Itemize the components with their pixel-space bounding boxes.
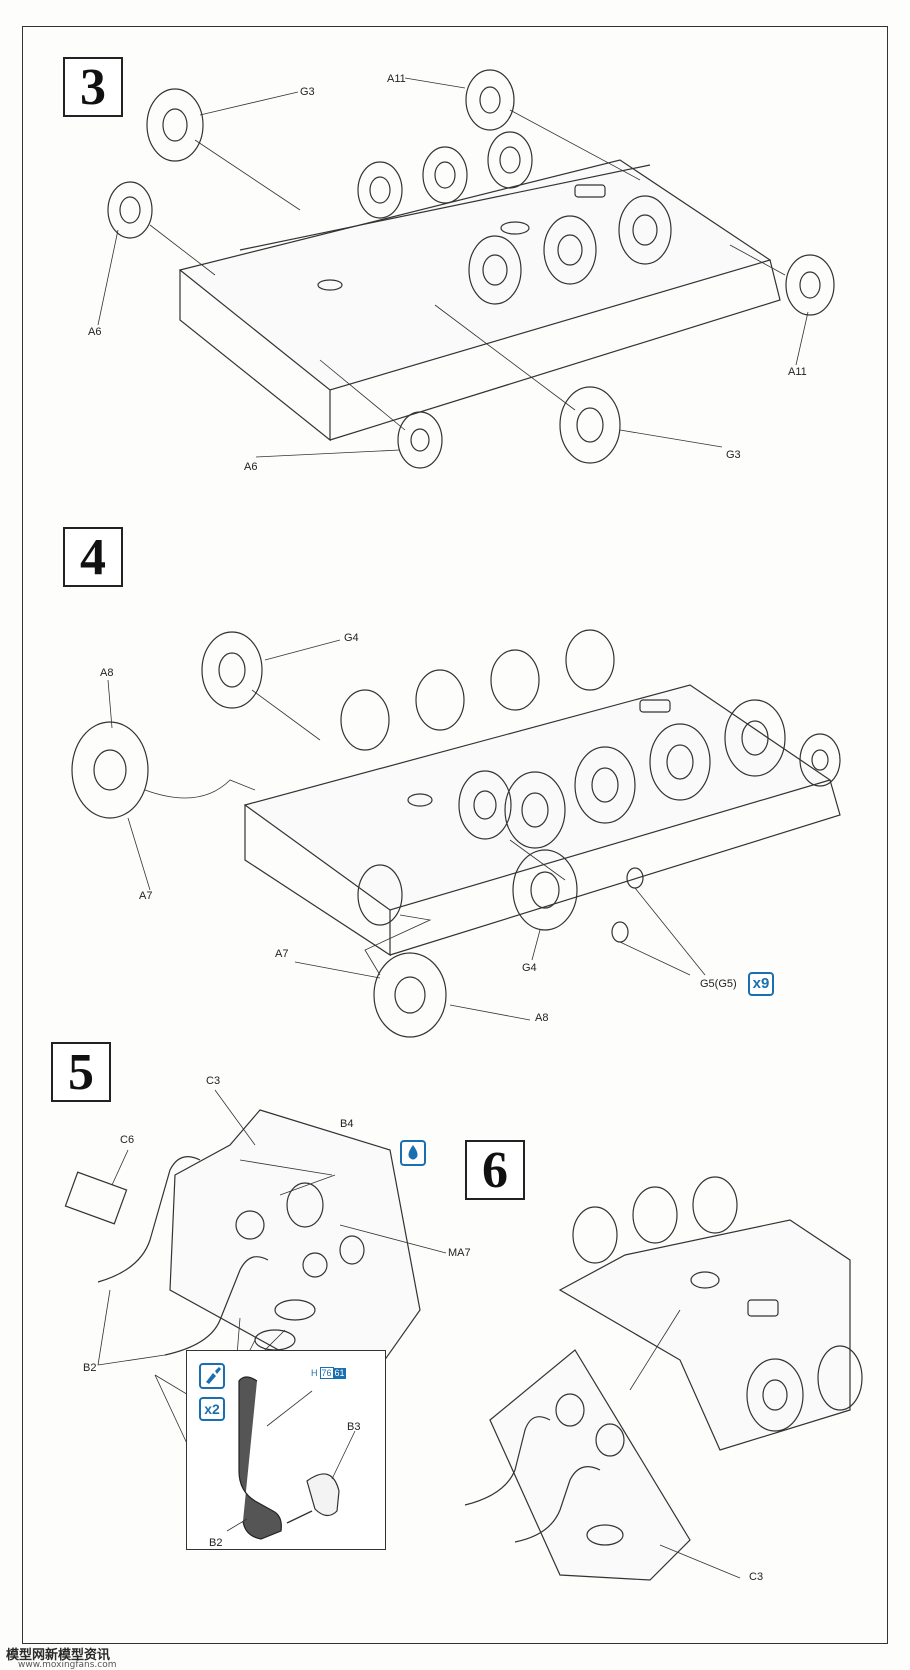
quantity-x2-badge: x2 <box>199 1397 225 1421</box>
step4-hull-drawing <box>71 629 841 1038</box>
label-g4-bottom: G4 <box>522 962 537 974</box>
label-b4: B4 <box>340 1118 354 1130</box>
step6-assembled-drawing <box>464 1176 863 1581</box>
label-g3-top: G3 <box>300 86 315 98</box>
exhaust-pipe-detail-drawing <box>226 1376 356 1540</box>
label-a7-bottom: A7 <box>275 948 289 960</box>
label-a7-left: A7 <box>139 890 153 902</box>
label-g3-bottom: G3 <box>726 449 741 461</box>
label-c6: C6 <box>120 1134 135 1146</box>
label-c3-step6: C3 <box>749 1571 764 1583</box>
label-c3-top: C3 <box>206 1075 221 1087</box>
paint-brush-badge <box>199 1363 225 1389</box>
label-b3: B3 <box>347 1421 361 1433</box>
label-a11-top: A11 <box>387 73 406 85</box>
watermark-title: 模型网新模型资讯 <box>6 1648 111 1663</box>
step-3-number: 3 <box>63 57 123 117</box>
paint-code-num: 76 <box>319 1367 334 1379</box>
paint-code-num: 61 <box>333 1368 346 1379</box>
label-a8-left: A8 <box>100 667 114 679</box>
label-g4-top: G4 <box>344 632 359 644</box>
step-6-number: 6 <box>465 1140 525 1200</box>
step-4-number: 4 <box>63 527 123 587</box>
label-a6-left: A6 <box>88 326 102 338</box>
drop-icon <box>408 1145 418 1160</box>
label-b2-detail: B2 <box>209 1537 223 1549</box>
step4-roadwheels <box>340 629 841 849</box>
label-a11-right: A11 <box>788 366 807 378</box>
label-g5: G5(G5) <box>700 978 737 990</box>
page-frame <box>22 26 888 1644</box>
label-a6-bottom: A6 <box>244 461 258 473</box>
label-ma7: MA7 <box>448 1247 471 1259</box>
paint-code-prefix: H <box>311 1368 318 1378</box>
step-5-number: 5 <box>51 1042 111 1102</box>
watermark-url: www.moxingfans.com <box>18 1660 117 1670</box>
quantity-x9-badge: x9 <box>748 972 774 996</box>
label-b2: B2 <box>83 1362 97 1374</box>
label-a8-bottom: A8 <box>535 1012 549 1024</box>
step3-roadwheels <box>357 131 672 305</box>
step3-hull-drawing <box>97 69 835 469</box>
paint-brush-icon <box>206 1367 221 1384</box>
cement-drop-badge <box>400 1140 426 1166</box>
